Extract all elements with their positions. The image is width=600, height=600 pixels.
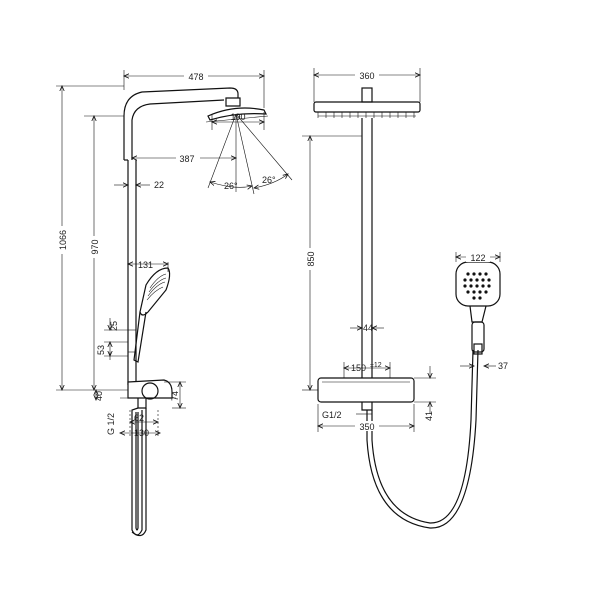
dim-40-label: 40: [94, 391, 104, 401]
dim-62-label: 62: [134, 413, 144, 423]
dim-1066-label: 1066: [58, 230, 68, 250]
dim-360: [314, 68, 420, 102]
dim-44-label: 44: [363, 323, 373, 333]
dim-41-label: 41: [424, 411, 434, 421]
side-view: 478 190 387 22 26° 26° 1066: [56, 70, 293, 537]
angle-26-left: 26°: [224, 181, 238, 191]
dim-g12-front-label: G1/2: [322, 410, 342, 420]
dim-150: [344, 362, 390, 378]
dim-478-label: 478: [188, 72, 203, 82]
hose-front: [366, 349, 479, 529]
angle-26-right: 26°: [262, 175, 276, 185]
thermostat-side: [120, 379, 176, 409]
dim-190: [212, 112, 264, 130]
dim-53-label: 53: [96, 345, 106, 355]
dim-25-label: 25: [109, 321, 119, 331]
front-view: 360 850 44 150 ±12 G1/2: [302, 68, 508, 529]
spray-nozzles: [463, 272, 491, 300]
dim-478: [124, 70, 264, 108]
dim-387-label: 387: [179, 154, 194, 164]
dim-37-label: 37: [498, 361, 508, 371]
dim-41: [414, 366, 436, 414]
hand-shower-side: [128, 267, 171, 363]
dim-131: [128, 262, 168, 272]
dim-g12-side-label: G 1/2: [106, 413, 116, 435]
dim-350-label: 350: [359, 422, 374, 432]
thermostat-front: [317, 377, 415, 411]
shower-column-front: [361, 118, 373, 378]
dim-850: [302, 136, 362, 390]
spray-angle-lines: [207, 113, 293, 195]
dim-150-tolerance: ±12: [370, 362, 382, 369]
hand-shower-front: [455, 261, 501, 355]
dim-74: [164, 382, 186, 408]
dim-74-label: 74: [170, 391, 180, 401]
dim-122-label: 122: [470, 253, 485, 263]
dim-122: [456, 252, 500, 262]
dim-150-label: 150: [351, 363, 366, 373]
dim-970: [84, 116, 124, 390]
dim-190-label: 190: [230, 112, 245, 122]
dim-130-label: 130: [134, 428, 149, 438]
dim-22-label: 22: [154, 180, 164, 190]
overhead-shower-front: [313, 87, 421, 118]
dim-360-label: 360: [359, 71, 374, 81]
dim-53: [104, 342, 128, 356]
dim-850-label: 850: [306, 251, 316, 266]
hose-side: [131, 407, 147, 537]
dim-970-label: 970: [90, 239, 100, 254]
dim-350: [318, 404, 414, 432]
dim-131-label: 131: [138, 260, 153, 270]
dim-387: [132, 153, 236, 163]
